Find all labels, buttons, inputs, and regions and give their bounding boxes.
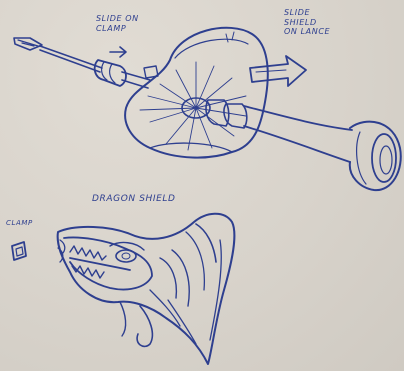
- clamp-label: CLAMP: [6, 219, 33, 227]
- dragon-shield-sketch: [58, 214, 235, 364]
- dragon-shield-label: DRAGON SHIELD: [92, 194, 176, 205]
- funnel-shield-sketch: [125, 28, 268, 158]
- slide-clamp-arrow: [110, 47, 126, 57]
- lance-handle-sketch: [206, 100, 401, 190]
- slide-on-clamp-label: SLIDE ON CLAMP: [96, 14, 139, 33]
- lance-sketch: [14, 38, 158, 88]
- clamp-sketch: [12, 242, 26, 260]
- slide-shield-arrow: [250, 56, 306, 86]
- slide-shield-on-lance-label: SLIDE SHIELD ON LANCE: [284, 8, 330, 37]
